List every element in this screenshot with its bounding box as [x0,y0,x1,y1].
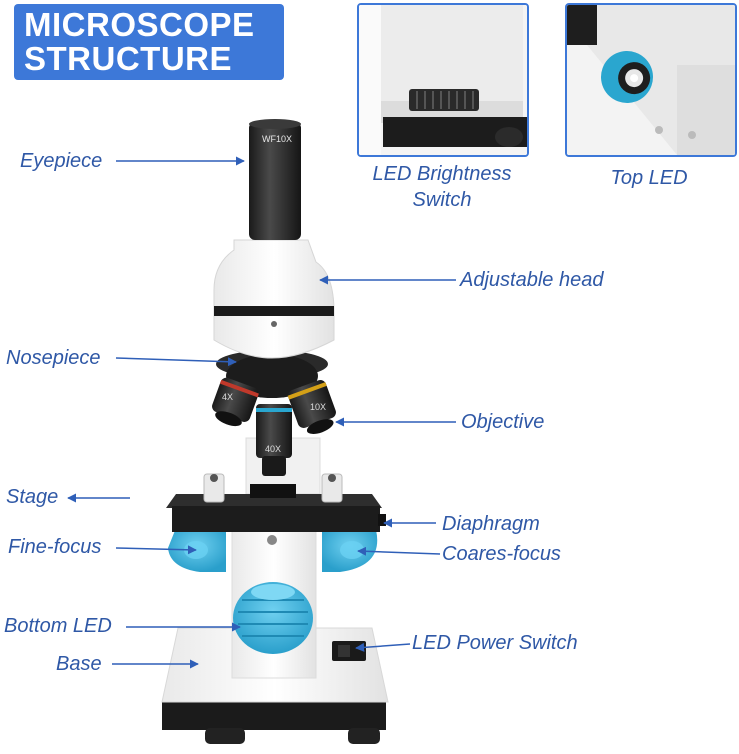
arrow-nosepiece [115,357,237,367]
label-coares-focus: Coares-focus [442,543,561,565]
engraving-40x: 40X [265,444,281,454]
top-led-photo [567,5,735,155]
stage [166,473,386,532]
eyepiece: WF10X [249,119,301,240]
engraving-4x: 4X [222,392,233,402]
label-stage: Stage [6,486,59,508]
objective-4x: 4X [212,377,259,427]
title-line-1: MICROSCOPE [24,6,255,43]
inset-brightness-switch [357,3,529,157]
label-nosepiece: Nosepiece [6,347,101,369]
brightness-switch-photo [359,5,527,155]
leader-lines [67,156,456,669]
engraving-wf10x: WF10X [262,134,292,144]
brightness-wheel [409,89,479,111]
caption-brightness: LED Brightness Switch [340,161,544,213]
objective-10x: 10X [287,380,336,434]
caption-brightness-line1: LED Brightness [372,163,512,185]
focus-knobs [168,528,378,572]
label-diaphragm: Diaphragm [442,513,540,535]
title-line-2: STRUCTURE [24,40,232,77]
label-objective: Objective [461,411,545,433]
label-base: Base [56,653,102,675]
engraving-10x: 10X [310,402,326,412]
bottom-led-wheel [233,582,313,654]
caption-brightness-line2: Switch [412,189,472,211]
title-box: MICROSCOPE STRUCTURE [14,4,284,80]
label-eyepiece: Eyepiece [20,150,103,172]
arrow-coarse-focus [357,546,441,556]
inset-top-led [565,3,737,157]
head [213,239,335,359]
objective-40x: 40X [256,404,292,476]
label-fine-focus: Fine-focus [8,536,102,558]
led-power-switch [332,641,366,661]
label-led-power-switch: LED Power Switch [412,632,578,654]
caption-top-led: Top LED [610,167,688,189]
arrow-power-switch [355,642,411,652]
arrow-fine-focus [115,545,197,555]
label-bottom-led: Bottom LED [4,615,112,637]
label-adjustable-head: Adjustable head [460,269,604,291]
